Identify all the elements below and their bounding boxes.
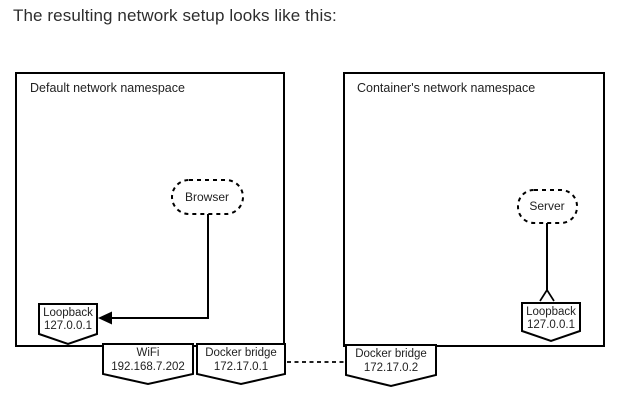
server-to-loopback-arrowhead-icon	[539, 288, 555, 302]
docker-bridge-host-ip: 172.17.0.1	[214, 361, 268, 373]
browser-to-loopback-line	[112, 214, 209, 319]
wifi-name: WiFi	[137, 347, 160, 359]
loopback-right-name: Loopback	[526, 306, 576, 318]
docker-bridge-container-badge	[345, 344, 437, 388]
default-namespace-box	[15, 72, 285, 347]
browser-label: Browser	[185, 190, 229, 204]
loopback-left-name: Loopback	[43, 307, 93, 319]
wifi-ip: 192.168.7.202	[111, 361, 185, 373]
loopback-interface-badge-right	[521, 302, 581, 343]
browser-node	[171, 179, 244, 215]
loopback-right-ip: 127.0.0.1	[527, 319, 575, 331]
browser-to-loopback-arrowhead-icon	[98, 311, 112, 325]
server-label: Server	[529, 199, 564, 213]
docker-bridge-host-badge	[196, 343, 286, 386]
page-title: The resulting network setup looks like t…	[13, 6, 337, 25]
loopback-left-ip: 127.0.0.1	[44, 320, 92, 332]
wifi-interface-badge	[102, 343, 194, 386]
loopback-interface-badge-left	[38, 303, 98, 346]
docker-bridge-host-name: Docker bridge	[205, 347, 277, 359]
docker-bridge-container-name: Docker bridge	[355, 348, 427, 360]
default-namespace-label: Default network namespace	[30, 81, 185, 95]
docker-bridge-container-ip: 172.17.0.2	[364, 362, 418, 374]
container-namespace-label: Container's network namespace	[357, 81, 535, 95]
